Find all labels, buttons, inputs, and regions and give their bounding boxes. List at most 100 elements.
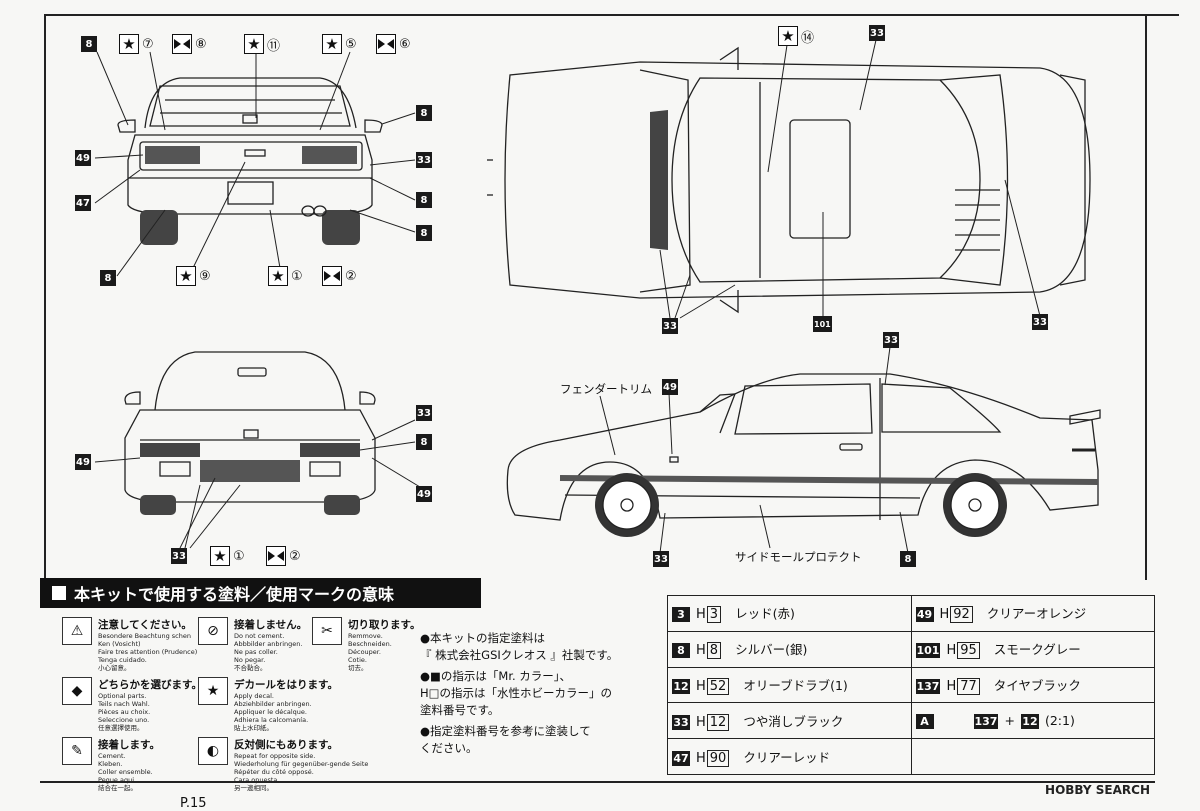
note-line: ●指定塗料番号を参考に塗装して xyxy=(420,724,591,738)
mix-ratio: (2:1) xyxy=(1044,712,1075,728)
front-view-drawing xyxy=(124,351,376,515)
legend-no-cement: ⊘ 接着しません。 Do not cement. Abbbilder anbri… xyxy=(198,617,307,672)
decal-star-icon: ★ xyxy=(176,266,196,286)
decal-7-mark: ★ ⑦ xyxy=(119,34,154,54)
legend-sub: Pegue aqui. xyxy=(98,776,137,784)
legend-sub: Découper. xyxy=(348,648,381,656)
watermark: HOBBY SEARCH xyxy=(1045,783,1150,797)
side-view-drawing xyxy=(506,373,1101,537)
decal-number: ⑦ xyxy=(142,36,154,52)
mix-component: 137 xyxy=(973,713,999,729)
legend-jp: デカールをはります。 xyxy=(234,679,338,691)
frame-top xyxy=(44,14,1179,16)
optional-parts-icon xyxy=(376,34,396,54)
mix-code: A xyxy=(915,713,934,729)
note-line: ください。 xyxy=(420,741,478,755)
decal-number: ⑤ xyxy=(345,36,357,52)
legend-jp: 反対側にもあります。 xyxy=(234,739,338,751)
legend-sub: Ne pas coller. xyxy=(234,648,278,656)
scissors-icon: ✂ xyxy=(312,617,342,645)
frame-right xyxy=(1145,14,1147,580)
paint-mark-8: 8 xyxy=(416,434,432,450)
paint-mark-49: 49 xyxy=(75,150,91,166)
legend-sub: Seleccione uno. xyxy=(98,716,150,724)
paint-mark-33: 33 xyxy=(869,25,885,41)
decal-number: ① xyxy=(291,268,303,284)
note-line: H□の指示は「水性ホビーカラー」の xyxy=(420,686,613,700)
paint-mark-8: 8 xyxy=(100,270,116,286)
mr-color-code: 3 xyxy=(672,607,690,623)
decal-star-icon: ★ xyxy=(244,34,264,54)
legend-sub: Abziehbilder anbringen. xyxy=(234,700,312,708)
decal-number: ⑨ xyxy=(199,268,211,284)
decal-star-icon: ★ xyxy=(210,546,230,566)
legend-cement: ✎ 接着します。 Cement. Kleben. Coller ensemble… xyxy=(62,737,160,792)
option-number: ⑧ xyxy=(195,36,207,52)
mr-color-code: 101 xyxy=(915,643,941,659)
caution-icon: ⚠ xyxy=(62,617,92,645)
paint-mark-33: 33 xyxy=(662,318,678,334)
paint-name: シルバー(銀) xyxy=(735,642,808,658)
page-number: P.15 xyxy=(180,796,207,811)
square-icon xyxy=(52,586,66,600)
legend-sub: Teils nach Wahl. xyxy=(98,700,150,708)
rear-view-drawing xyxy=(117,77,383,245)
mr-color-code: 137 xyxy=(915,678,941,694)
legend-sub: Remmove. xyxy=(348,632,383,640)
legend-sub: Pièces au choix. xyxy=(98,708,151,716)
decal-9-mark: ★ ⑨ xyxy=(176,266,211,286)
frame-left xyxy=(44,14,46,580)
paint-mark-8-rear-topleft: 8 xyxy=(81,36,97,52)
fender-trim-label: フェンダートリム xyxy=(560,382,652,396)
top-view-drawing xyxy=(487,46,1091,314)
paint-mark-47: 47 xyxy=(75,195,91,211)
paint-name: レッド(赤) xyxy=(735,606,795,622)
legend-sub: Ken (Vosicht) xyxy=(98,640,141,648)
paint-notes: ●本キットの指定塗料は 『 株式会社GSIクレオス 』社製です。 ●■の指示は「… xyxy=(420,630,618,757)
paint-name: オリーブドラブ(1) xyxy=(743,677,848,693)
mr-color-code: 47 xyxy=(672,750,690,766)
legend-sub: Apply decal. xyxy=(234,692,274,700)
mr-color-code: 33 xyxy=(672,714,690,730)
option-8-mark: ⑧ xyxy=(172,34,207,54)
paint-mark-8: 8 xyxy=(416,225,432,241)
legend-optional: ◆ どちらかを選びます。 Optional parts. Teils nach … xyxy=(62,677,202,732)
decal-5-mark: ★ ⑤ xyxy=(322,34,357,54)
no-cement-icon: ⊘ xyxy=(198,617,228,645)
legend-sub: 任意選擇使用。 xyxy=(98,724,144,732)
legend-sub: Do not cement. xyxy=(234,632,285,640)
option-number: ② xyxy=(289,548,301,564)
option-6-mark: ⑥ xyxy=(376,34,411,54)
cement-icon: ✎ xyxy=(62,737,92,765)
paint-mark-33: 33 xyxy=(653,551,669,567)
legend-sub: Coller ensemble. xyxy=(98,768,153,776)
note-line: ●本キットの指定塗料は xyxy=(420,631,546,645)
paint-name: クリアーオレンジ xyxy=(986,606,1087,622)
banner-title: 本キットで使用する塗料／使用マークの意味 xyxy=(74,585,395,604)
mr-color-code: 12 xyxy=(672,678,690,694)
note-line: ●■の指示は「Mr. カラー」、 xyxy=(420,669,572,683)
optional-parts-icon xyxy=(172,34,192,54)
legend-sub: 切去。 xyxy=(348,664,368,672)
paint-mark-49: 49 xyxy=(416,486,432,502)
legend-jp: どちらかを選びます。 xyxy=(98,679,202,691)
legend-sub: 結合在一起。 xyxy=(98,784,137,792)
legend-jp: 注意してください。 xyxy=(98,619,192,631)
paint-mark-33: 33 xyxy=(883,332,899,348)
paint-mark-8: 8 xyxy=(416,192,432,208)
legend-caution: ⚠ 注意してください。 Besondere Beachtung schen Ke… xyxy=(62,617,197,672)
decal-11-mark: ★ ⑪ xyxy=(244,34,280,54)
optional-parts-icon xyxy=(322,266,342,286)
legend-sub: Kleben. xyxy=(98,760,123,768)
paint-mark-33: 33 xyxy=(171,548,187,564)
decal-star-icon: ★ xyxy=(119,34,139,54)
